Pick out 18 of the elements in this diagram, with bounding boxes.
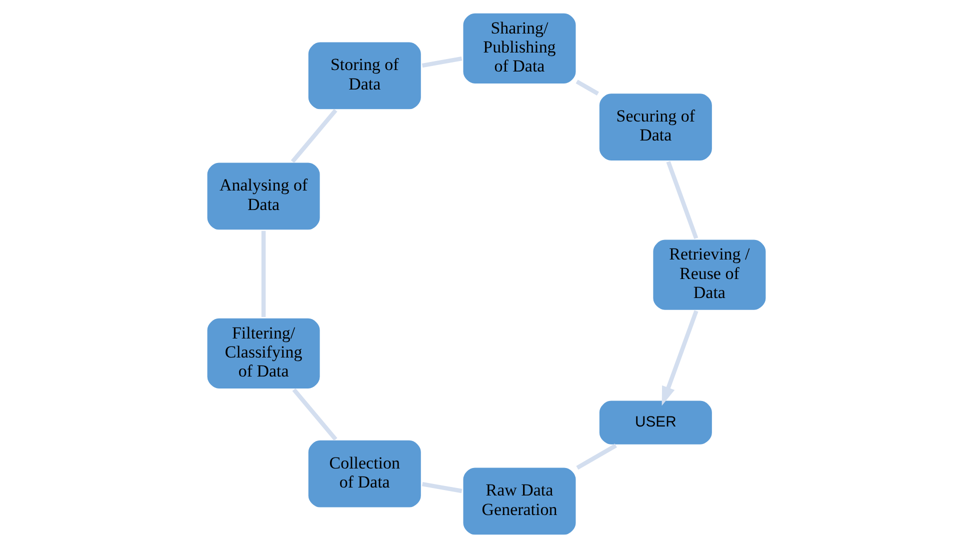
node-box: USER — [597, 398, 714, 446]
node-box: Retrieving / Reuse of Data — [651, 238, 768, 312]
node-box: Raw Data Generation — [461, 466, 578, 537]
connector — [576, 80, 599, 96]
node-box: Securing of Data — [597, 91, 714, 163]
connector — [576, 444, 617, 470]
node-box: Sharing/ Publishing of Data — [461, 11, 578, 86]
node-box: Filtering/ Classifying of Data — [205, 316, 322, 391]
node-box: Analysing of Data — [205, 160, 322, 232]
connector — [290, 108, 338, 164]
connector — [422, 482, 462, 494]
node-box: Collection of Data — [306, 438, 424, 510]
connector — [261, 230, 266, 317]
node-box: Storing of Data — [306, 40, 424, 112]
connector — [422, 56, 462, 68]
connector — [666, 160, 698, 240]
arrow — [662, 310, 698, 406]
connector — [292, 388, 338, 441]
